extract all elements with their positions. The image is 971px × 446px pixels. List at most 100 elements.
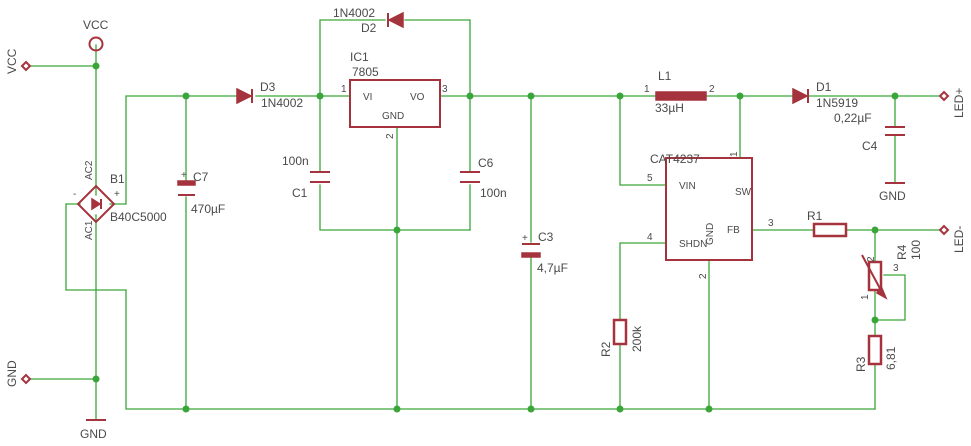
pin-label: + [114, 189, 120, 200]
junction-dot [527, 405, 535, 413]
vcc-label: VCC [83, 18, 109, 32]
component-value: 7805 [352, 65, 379, 79]
gnd-symbol-bottom: GND [80, 419, 107, 441]
connector-vcc-input: VCC [5, 48, 32, 74]
capacitor-c3: + C3 4,7µF [521, 230, 568, 275]
trimmer-resistor-r4: R4 100 2 3 1 [860, 240, 923, 300]
pin-number: 3 [442, 84, 448, 95]
connector-led-plus: LED+ [938, 88, 966, 118]
pin-label: GND [705, 223, 716, 245]
junction-dot [182, 92, 190, 100]
pin-number: 4 [647, 232, 653, 243]
junction-dot [92, 62, 100, 70]
component-value: 1N4002 [333, 6, 375, 20]
polarity-plus: + [522, 233, 528, 244]
pin-label: - [73, 189, 76, 200]
pin-number: 1 [860, 294, 871, 300]
pin-number: 5 [647, 173, 653, 184]
capacitor-c4: 0,22µF C4 [834, 111, 905, 153]
component-value: 6,81 [884, 346, 898, 370]
component-value: 100 [909, 240, 923, 260]
resistor-r3: R3 6,81 [854, 334, 898, 372]
junction-dot [316, 92, 324, 100]
component-value: 200k [630, 325, 644, 352]
junction-dot [616, 405, 624, 413]
diode-d1: D1 1N5919 [792, 80, 858, 110]
component-name: D1 [816, 80, 832, 94]
junctions [92, 62, 899, 413]
pin-number: 1 [729, 151, 740, 157]
junction-dot [736, 92, 744, 100]
connector-label: VCC [5, 48, 19, 74]
component-name: R4 [895, 244, 909, 260]
component-name: R3 [854, 356, 868, 372]
gnd-label: GND [80, 427, 107, 441]
resistor-r1: R1 [807, 209, 848, 238]
component-name: R2 [599, 341, 613, 357]
pin-label: AC2 [84, 160, 95, 180]
pin-label: SHDN [679, 239, 707, 250]
junction-dot [891, 92, 899, 100]
pin-label: VIN [679, 181, 696, 192]
pin-number: 3 [893, 263, 899, 274]
connector-label: GND [5, 360, 19, 387]
junction-dot [393, 226, 401, 234]
pin-number: 2 [866, 256, 877, 262]
pin-label: FB [727, 225, 740, 236]
pin-label: VI [363, 92, 372, 103]
component-value: 0,22µF [834, 111, 872, 125]
resistor-r2: R2 200k [599, 318, 644, 357]
component-value: 470µF [191, 202, 225, 216]
connector-led-minus: LED- [938, 224, 966, 253]
pin-label: AC1 [84, 220, 95, 240]
junction-dot [527, 92, 535, 100]
component-name: C3 [538, 230, 554, 244]
component-value: B40C5000 [110, 210, 167, 224]
capacitor-c7: + C7 470µF [177, 170, 225, 216]
connector-gnd-input: GND [5, 360, 32, 387]
pin-label: GND [382, 111, 404, 122]
junction-dot [92, 375, 100, 383]
junction-dot [871, 316, 879, 324]
component-value: 100n [282, 154, 309, 168]
diode-d3: D3 1N4002 [236, 80, 303, 110]
component-name: C6 [478, 156, 494, 170]
component-name: C4 [862, 139, 878, 153]
component-name: L1 [658, 69, 672, 83]
bridge-rectifier-b1: AC2 AC1 - + B1 B40C5000 [73, 160, 167, 240]
junction-dot [182, 405, 190, 413]
pin-label: SW [735, 187, 752, 198]
diode-d2: 1N4002 D2 [333, 6, 404, 35]
component-name: B1 [110, 172, 125, 186]
component-value: 33µH [655, 101, 684, 115]
component-value: CAT4237 [650, 152, 700, 166]
component-name: IC1 [350, 50, 369, 64]
connector-label: LED- [952, 226, 966, 253]
component-value: 100n [480, 186, 507, 200]
pin-number: 2 [698, 273, 709, 279]
driver-ic-cat4237: CAT4237 VIN SW SHDN FB GND 5 4 3 1 2 [647, 151, 774, 279]
inductor-l1: L1 33µH 1 2 [644, 69, 715, 115]
junction-dot [616, 92, 624, 100]
component-name: C1 [292, 186, 308, 200]
gnd-symbol-c4: GND [879, 182, 906, 203]
junction-dot [871, 226, 879, 234]
component-name: D3 [260, 80, 276, 94]
pin-number: 1 [644, 84, 650, 95]
component-value: 4,7µF [537, 261, 568, 275]
pin-number: 1 [341, 84, 347, 95]
pin-number: 2 [709, 84, 715, 95]
regulator-ic1: VI VO GND 1 3 2 IC1 7805 [341, 50, 448, 139]
vcc-symbol: VCC [83, 18, 109, 52]
component-name: D2 [361, 21, 377, 35]
capacitor-c6: C6 100n [460, 156, 507, 200]
junction-dot [466, 92, 474, 100]
component-value: 1N5919 [816, 96, 858, 110]
junction-dot [393, 405, 401, 413]
gnd-label: GND [879, 189, 906, 203]
junction-dot [705, 405, 713, 413]
connector-label: LED+ [952, 88, 966, 118]
polarity-plus: + [181, 170, 187, 181]
component-name: R1 [807, 209, 823, 223]
